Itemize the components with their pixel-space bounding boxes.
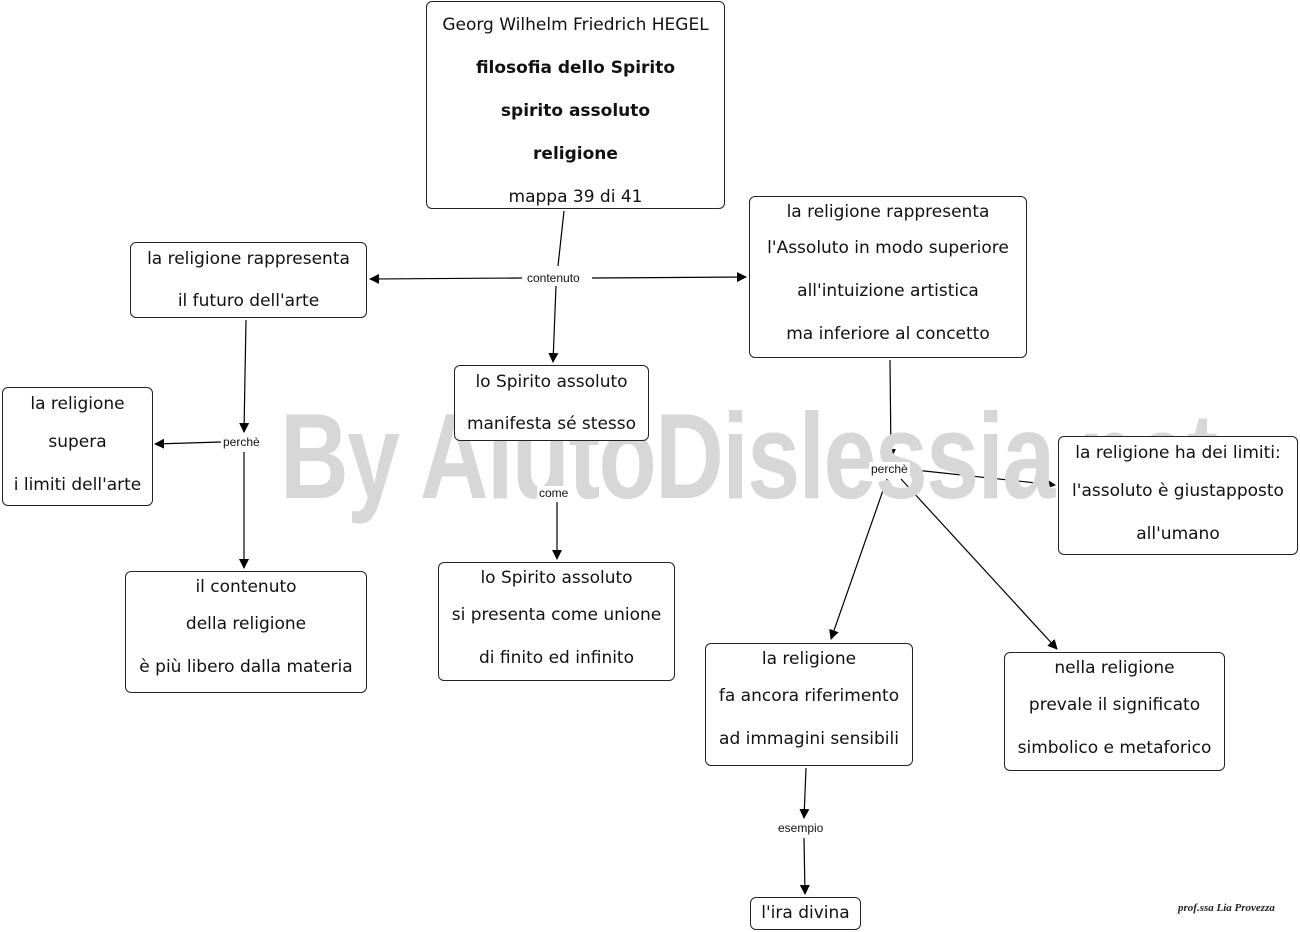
concept-assoluto-superiore: la religione rappresenta l'Assoluto in m…: [749, 196, 1027, 358]
concept-unione-finito-infinito: lo Spirito assoluto si presenta come uni…: [438, 562, 675, 681]
node-line: la religione rappresenta: [147, 249, 350, 269]
edge-immagini-esempio: [799, 767, 810, 819]
concept-supera-limiti-arte: la religione supera i limiti dell'arte: [2, 387, 153, 506]
link-label-esempio: esempio: [776, 821, 826, 835]
node-line: la religione: [761, 649, 857, 669]
node-line: ad immagini sensibili: [719, 729, 899, 749]
node-line: mappa 39 di 41: [508, 187, 643, 207]
node-line: la religione: [30, 394, 125, 414]
node-line: all'intuizione artistica: [797, 281, 979, 301]
edge-perche-simbolico: [900, 478, 1058, 650]
node-line: Georg Wilhelm Friedrich HEGEL: [442, 15, 709, 35]
node-line: all'umano: [1136, 524, 1220, 544]
link-label-perche-left: perchè: [221, 435, 262, 449]
edge-contenuto-manifesta: [548, 285, 559, 363]
node-line: fa ancora riferimento: [718, 686, 900, 706]
node-line: è più libero dalla materia: [139, 657, 353, 677]
concept-immagini-sensibili: la religione fa ancora riferimento ad im…: [705, 643, 913, 766]
node-line: l'ira divina: [761, 903, 850, 923]
concept-hegel-root: Georg Wilhelm Friedrich HEGEL filosofia …: [426, 1, 725, 209]
node-line: si presenta come unione: [451, 605, 662, 625]
node-line: ma inferiore al concetto: [786, 324, 990, 344]
node-line: l'assoluto è giustapposto: [1072, 481, 1284, 501]
node-line: la religione rappresenta: [786, 202, 990, 222]
node-line: il futuro dell'arte: [177, 291, 320, 311]
concept-limiti-religione: la religione ha dei limiti: l'assoluto è…: [1058, 436, 1298, 555]
node-line: della religione: [185, 614, 307, 634]
node-line: il contenuto: [195, 577, 297, 597]
node-line: religione: [533, 144, 618, 164]
edge-perche-limiti: [914, 469, 1056, 490]
edge-contenuto-assoluto: [591, 272, 747, 283]
concept-simbolico-metaforico: nella religione prevale il significato s…: [1004, 652, 1225, 771]
concept-futuro-arte: la religione rappresenta il futuro dell'…: [130, 242, 367, 318]
node-line: manifesta sé stesso: [466, 414, 637, 434]
link-label-perche-right: perchè: [869, 462, 910, 476]
node-line: lo Spirito assoluto: [480, 568, 633, 588]
node-line: spirito assoluto: [500, 101, 651, 121]
edge-assoluto-perche: [885, 359, 896, 459]
node-line: supera: [48, 432, 107, 452]
node-line: simbolico e metaforico: [1017, 738, 1212, 758]
edge-manifesta-come: [550, 441, 561, 486]
node-line: nella religione: [1054, 658, 1175, 678]
node-line: lo Spirito assoluto: [475, 372, 628, 392]
node-line: i limiti dell'arte: [13, 475, 142, 495]
edge-contenuto-futuro: [369, 273, 523, 284]
concept-ira-divina: l'ira divina: [750, 897, 861, 930]
link-label-come: come: [537, 486, 571, 500]
node-line: prevale il significato: [1028, 695, 1201, 715]
author-signature: prof.ssa Lia Provezza: [1178, 902, 1275, 914]
link-label-contenuto: contenuto: [525, 271, 582, 285]
edge-esempio-ira: [799, 837, 810, 895]
node-line: la religione ha dei limiti:: [1075, 443, 1281, 463]
edge-perche-immagini: [829, 478, 888, 640]
concept-contenuto-libero: il contenuto della religione è più liber…: [125, 571, 367, 693]
node-line: l'Assoluto in modo superiore: [767, 238, 1009, 258]
concept-manifesta-se-stesso: lo Spirito assoluto manifesta sé stesso: [454, 365, 649, 441]
node-line: di finito ed infinito: [478, 648, 635, 668]
node-line: filosofia dello Spirito: [475, 58, 676, 78]
edge-perche-supera: [154, 438, 222, 449]
edge-futuro-perche: [239, 319, 250, 433]
edge-root-contenuto: [557, 210, 565, 267]
